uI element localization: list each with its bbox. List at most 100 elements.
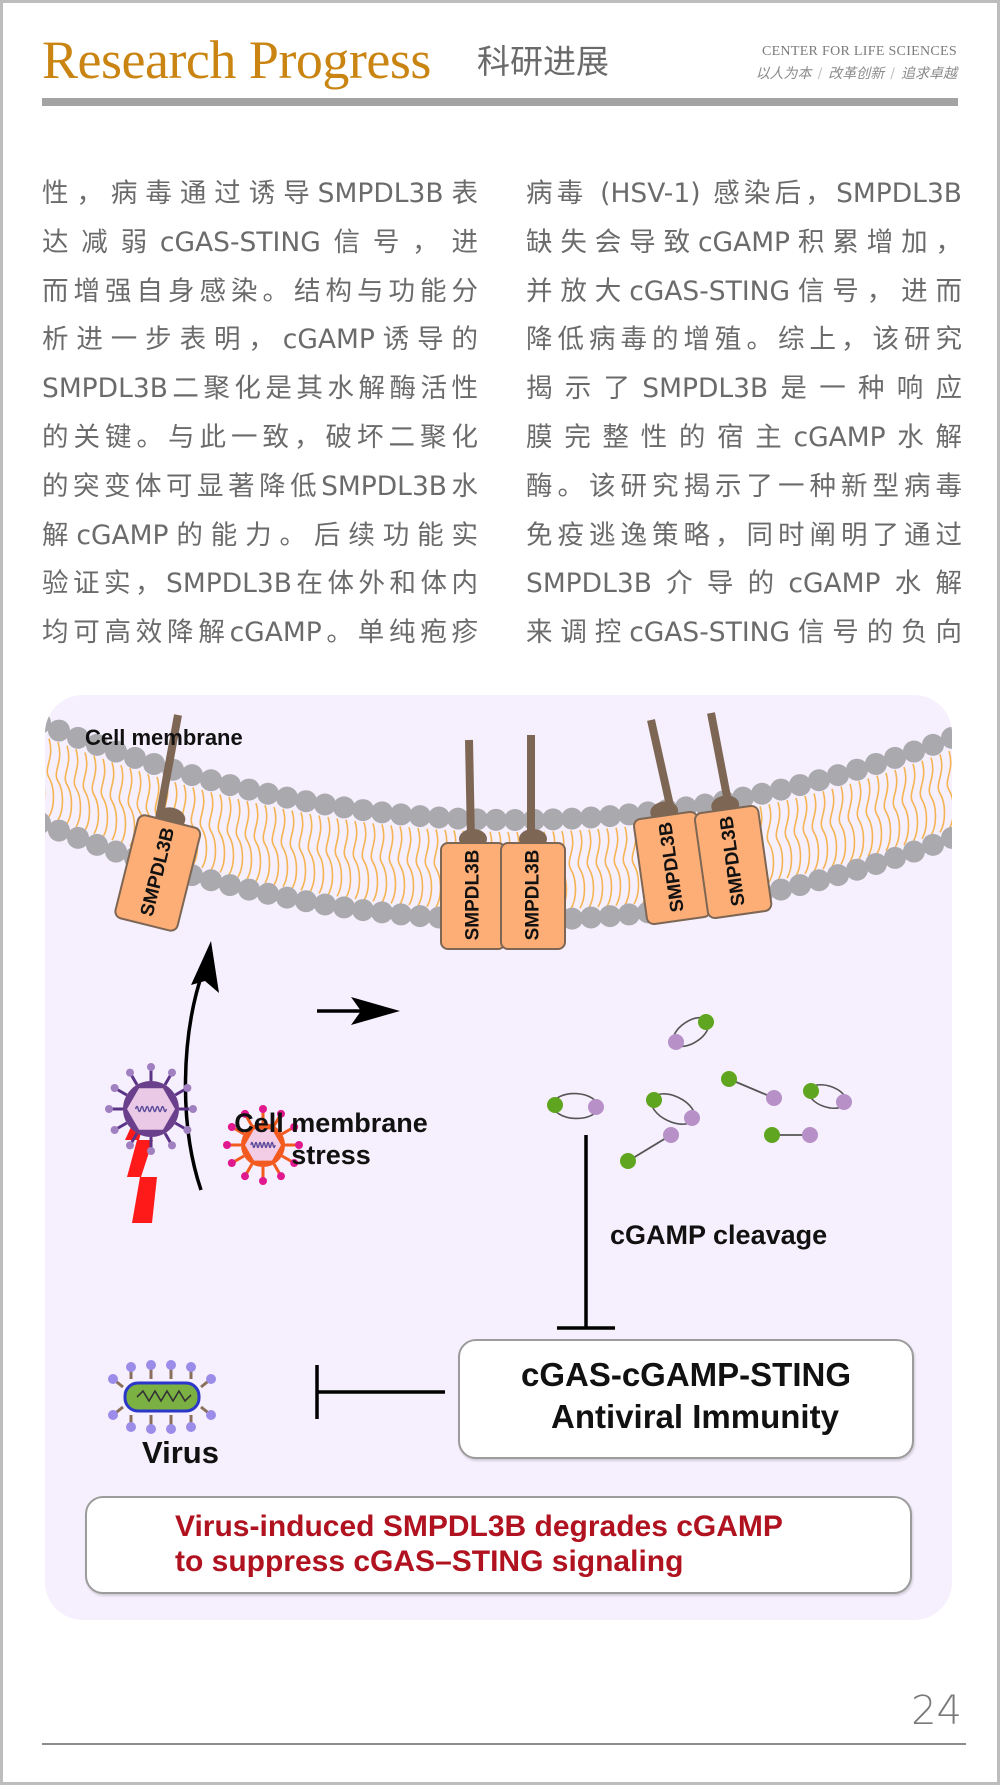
lipid-tail: [271, 806, 280, 886]
lipid-head: [941, 726, 952, 749]
lipid-head: [789, 774, 811, 797]
lipid-tail: [910, 763, 919, 843]
lipid-tail: [424, 828, 433, 908]
cgamp-cyclic: [547, 1092, 604, 1120]
lipid-head: [694, 793, 716, 816]
lipid-head: [941, 826, 952, 849]
lipid-tail: [901, 766, 910, 846]
lipid-head: [371, 901, 393, 924]
lipid-head: [618, 903, 640, 926]
lipid-tail: [370, 823, 379, 902]
virus-spike-tip: [241, 1109, 249, 1118]
virus-spike-tip: [186, 1422, 196, 1432]
lipid-head: [257, 782, 279, 805]
cgamp-linear: [721, 1071, 782, 1106]
text-line: 而增强自身感染。结构与功能分: [42, 275, 478, 307]
page-number: 24: [911, 1688, 962, 1734]
lipid-tail: [613, 827, 622, 907]
lipid-head: [751, 782, 773, 805]
text-line: SMPDL3B二聚化是其水解酶活性: [42, 373, 478, 405]
lipid-head: [219, 774, 241, 797]
lipid-tail: [595, 828, 604, 908]
protein-label: SMPDL3B: [523, 850, 544, 941]
virus-genome: [136, 1389, 192, 1403]
lipid-tail: [586, 829, 595, 909]
protein-stem: [707, 712, 733, 808]
lipid-tail: [622, 826, 631, 906]
virus-icon: [105, 1063, 197, 1155]
virus-spike-tip: [206, 1410, 216, 1420]
lipid-tail: [388, 825, 397, 904]
section-title-en: Research Progress: [42, 30, 431, 90]
virus-spike-tip: [259, 1105, 267, 1113]
text-line: 均可高效降解cGAMP。单纯疱疹: [42, 617, 478, 649]
lipid-head: [67, 826, 89, 849]
lipid-tail: [433, 829, 442, 908]
motto-item: 以人为本: [755, 66, 812, 82]
cgamp-guanine: [803, 1083, 819, 1099]
translocation-arrow-icon: [317, 997, 400, 1025]
lipid-head: [238, 778, 260, 801]
lipid-head: [561, 907, 583, 930]
lipid-tail: [253, 802, 262, 882]
lipid-tail: [883, 772, 892, 852]
lipid-head: [846, 758, 868, 781]
lipid-head: [238, 878, 260, 901]
lipid-head: [865, 752, 887, 775]
lipid-head: [181, 764, 203, 787]
lipid-tail: [874, 775, 883, 855]
lipid-tail: [289, 810, 298, 890]
lipid-head: [884, 846, 906, 869]
virus-label: Virus: [142, 1435, 219, 1470]
lipid-tail: [415, 827, 424, 907]
lipid-tail: [46, 738, 55, 818]
body-column-right: 病毒 (HSV-1) 感染后，SMPDL3B 缺失会导致cGAMP积累增加， 并…: [526, 170, 962, 658]
lipid-head: [105, 840, 127, 863]
lipid-tail: [847, 783, 856, 863]
virus-genome: [250, 1141, 276, 1149]
lipid-head: [200, 869, 222, 892]
lipid-head: [390, 803, 412, 826]
lipid-tail: [352, 820, 361, 900]
lipid-head: [846, 858, 868, 881]
lipid-head: [922, 833, 944, 856]
lipid-tail: [811, 793, 820, 872]
cgamp-bond: [627, 1134, 672, 1162]
cleavage-label: cGAMP cleavage: [610, 1220, 828, 1250]
summary-box: Virus-induced SMPDL3B degrades cGAMP to …: [85, 1496, 912, 1594]
motto-separator: /: [890, 66, 895, 82]
lipid-head: [314, 793, 336, 816]
lipid-tail: [865, 778, 874, 857]
summary-line2: to suppress cGAS–STING signaling: [175, 1545, 684, 1578]
protein-stem: [155, 714, 182, 820]
summary-line1: Virus-induced SMPDL3B degrades cGAMP: [175, 1510, 783, 1543]
lipid-tail: [802, 795, 811, 875]
lipid-tail: [604, 828, 613, 907]
virus-spike-tip: [126, 1422, 136, 1432]
motto-item: 改革创新: [828, 66, 885, 82]
lipid-tail: [892, 769, 901, 849]
virus-spike-tip: [241, 1172, 249, 1181]
lipid-head: [827, 764, 849, 787]
lipid-head: [580, 806, 602, 829]
lipid-head: [276, 886, 298, 909]
lipid-head: [599, 805, 621, 828]
virus-icon: [223, 1105, 303, 1185]
cgamp-cyclic: [668, 1014, 714, 1050]
lipid-tail: [82, 752, 91, 831]
lipid-head: [390, 903, 412, 926]
lipid-head: [922, 733, 944, 756]
lipid-head: [561, 807, 583, 830]
lipid-head: [86, 733, 108, 756]
lipid-tail: [118, 765, 127, 844]
cgamp-molecules: [547, 1014, 852, 1169]
lipid-head: [67, 726, 89, 749]
lipid-tail: [361, 821, 370, 901]
text-line: 解cGAMP的能力。后续功能实: [42, 519, 478, 551]
sting-box-line1: cGAS-cGAMP-STING: [520, 1356, 852, 1393]
lipid-head: [428, 806, 450, 829]
text-line: 的突变体可显著降低SMPDL3B水: [42, 470, 478, 502]
virus-spike-tip: [126, 1362, 136, 1372]
header-divider: [42, 98, 958, 106]
lipid-tail: [217, 794, 226, 873]
